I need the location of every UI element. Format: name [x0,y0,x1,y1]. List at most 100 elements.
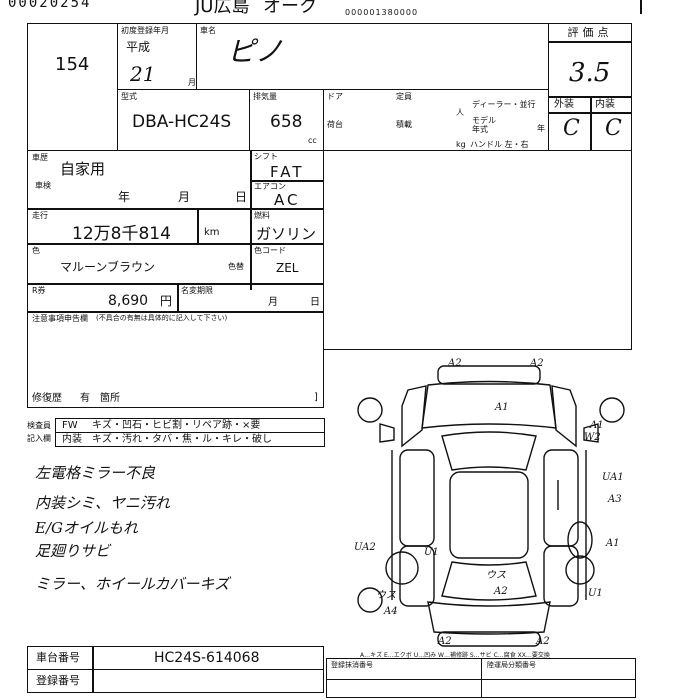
interior-label: 内装 [595,99,615,110]
mark-ua2-left: UA2 [354,542,376,553]
repair-history-value: 有 [80,393,90,404]
displacement-unit: cc [308,136,317,145]
front-bumper-outline [437,365,541,385]
name-change-label: 名変期限 [181,286,213,295]
exterior-grade: C [563,116,580,141]
mileage-unit: km [204,227,220,238]
registration-label: 初度登録年月 [121,26,169,35]
name-change-month: 月 [268,297,278,308]
mark-a2-front-right: A2 [529,358,544,369]
registration-number-label: 登録番号 [36,674,80,687]
left-front-fender [401,385,427,448]
score-box: 評価点 3.5 外装 内装 C C [548,23,632,151]
inspection-year: 年 [118,190,131,204]
remarks-area [323,150,632,350]
spec-box: ドア 定員 ディーラー・並行 荷台 積載 人 モデル年式 年 kg ハンドル 左… [323,89,549,151]
model-year-label: モデル年式 [472,116,496,134]
rear-window-outline [441,561,537,601]
rear-bumper-outline [437,631,541,647]
left-rear-door [399,545,435,607]
mileage-label: 走行 [32,211,48,220]
mark-a2-rear-right: A2 [535,636,550,647]
chassis-box: 車台番号 HC24S-614068 [27,646,324,670]
recycle-amount: 8,690 [108,293,149,309]
color-code-label: 色コード [254,246,286,255]
inspector-row1-head: FW [62,420,78,431]
dealer-label: ディーラー・並行 [472,100,536,109]
color-value: マルーンブラウン [60,260,156,274]
bottom-right-box: 登録抹消番号 陸運局分類番号 [326,658,636,698]
use-label: 車歴 [32,153,48,162]
mark-wusu-left: ウス [376,589,396,601]
right-mirror [583,423,599,443]
trunk-outline [427,601,551,635]
displacement-label: 排気量 [253,92,277,101]
handle-label: ハンドル 左・右 [470,140,529,149]
inspector-row2-text: キズ・汚れ・タバ・焦・ル・キレ・破し [92,434,272,445]
car-diagram: A2 A2 A1 A1 W2 UA1 A3 A1 UA2 U1 ウス A2 ウス… [354,358,625,647]
repair-history-bracket: 箇所 [100,393,120,404]
use-value: 自家用 [60,160,106,178]
model-box: 型式 DBA-HC24S [117,89,250,151]
displacement-box: 排気量 658 cc [249,89,324,151]
registration-year: 21 [130,62,156,86]
model-label: 型式 [121,92,137,101]
right-rear-door [543,545,579,607]
auction-name: オーク [263,0,317,17]
inspector-row2-head: 内装 [62,434,82,445]
notice-label: 注意事項申告欄 [32,314,88,323]
car-name-label: 車名 [200,26,216,35]
mark-a1-right: A1 [589,420,604,431]
cargo-label: 荷台 [327,120,343,129]
capacity-label: 定員 [396,92,412,101]
mark-wusu-rear: ウス [486,569,506,581]
recycle-label: R券 [32,286,46,295]
left-front-wheel [357,397,383,423]
score-label: 評価点 [567,26,613,39]
auction-place: JU広島 [195,0,250,17]
right-front-wheel [599,397,625,423]
inspection-month: 月 [178,190,191,204]
inspector-label-1: 検査員 [27,421,51,430]
repair-history-label: 修復歴 [32,393,62,404]
shift-label: シフト [254,152,278,161]
car-name: ピノ [227,35,284,68]
registration-era: 平成 [126,40,151,54]
note-3: E/Gオイルもれ [35,519,138,537]
ac-label: エアコン [254,182,286,191]
mark-u1-right: U1 [588,588,603,599]
mark-w2-right: W2 [584,432,601,443]
lot-number-box: 154 [27,23,118,151]
inspector-label-2: 記入欄 [27,434,51,443]
chassis-label: 車台番号 [36,651,80,664]
barcode-number: 000001380000 [345,8,419,17]
left-front-door [399,449,435,547]
right-rear-wheel [565,555,595,585]
person-label: 人 [456,108,464,117]
color-change-label: 色替 [228,262,244,271]
kg-label: kg [456,140,466,149]
exterior-label: 外装 [554,99,574,110]
note-2: 内装シミ、ヤニ汚れ [35,494,171,512]
inspection-day: 日 [235,190,248,204]
displacement-value: 658 [270,112,303,132]
load-label: 積載 [396,120,412,129]
shift-value: FAT [270,163,305,181]
mark-a1-right-rear: A1 [605,538,620,549]
left-rear-wheel [385,551,419,585]
registration-box: 初度登録年月 平成 21 月 [117,23,197,90]
car-name-box: 車名 ピノ [196,23,549,90]
roof-outline [449,471,529,559]
inspector-row-2: 内装 キズ・汚れ・タバ・焦・ル・キレ・破し [55,432,325,447]
repair-history-close: ] [314,392,318,403]
note-1: 左電格ミラー不良 [35,464,156,482]
mark-a1-hood: A1 [494,402,509,413]
spare-wheel [357,587,383,613]
inspection-label: 車検 [35,181,51,190]
right-front-fender [551,385,577,448]
recycle-unit: 円 [160,294,173,308]
inspector-row1-text: キズ・凹石・ヒビ割・リペア跡・×要 [92,420,261,431]
mileage-value: 12万8千814 [72,224,171,244]
inspector-row-1: FW キズ・凹石・ヒビ割・リペア跡・×要 [55,418,325,433]
bottom-label-2: 陸運局分類番号 [487,661,536,669]
